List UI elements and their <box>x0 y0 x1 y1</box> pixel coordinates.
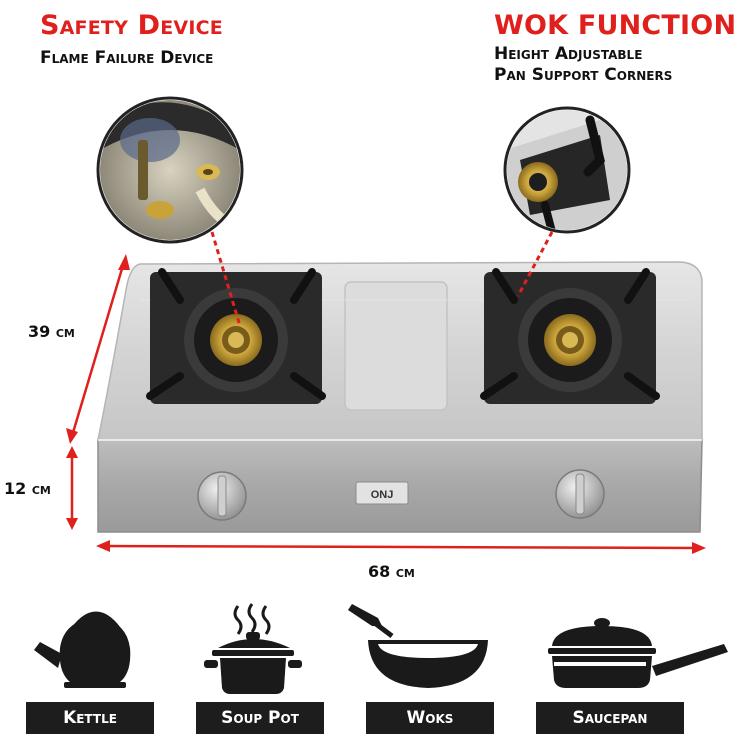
cookware-label-saucepan: Saucepan <box>536 702 684 734</box>
safety-device-subtitle: Flame Failure Device <box>40 48 214 68</box>
wok-support-zoom <box>503 106 631 234</box>
wok-function-subtitle-line2: Pan Support Corners <box>494 65 673 85</box>
width-label: 68 cm <box>368 562 415 581</box>
wok-icon <box>348 604 488 688</box>
wok-function-subtitle-line1: Height Adjustable <box>494 44 643 64</box>
width-arrow <box>96 540 706 554</box>
depth-arrow <box>66 254 130 444</box>
safety-device-title: Safety Device <box>40 10 223 41</box>
flame-failure-zoom <box>96 96 244 244</box>
wok-function-title: WOK FUNCTION <box>494 10 736 41</box>
safety-pointer-line <box>210 231 242 327</box>
right-knob <box>555 469 605 519</box>
stove-illustration: ONJ <box>66 96 706 554</box>
cookware-label-soup-pot: Soup Pot <box>196 702 324 734</box>
right-burner <box>480 268 660 404</box>
brand-badge <box>355 481 409 505</box>
brand-badge-text: ONJ <box>371 489 394 501</box>
height-arrow <box>66 446 78 530</box>
wok-pointer-line <box>516 231 554 297</box>
saucepan-icon <box>548 618 728 688</box>
soup-pot-icon <box>204 603 302 694</box>
cookware-icons <box>34 603 728 694</box>
kettle-icon <box>34 611 131 688</box>
cookware-label-kettle: Kettle <box>26 702 154 734</box>
cookware-label-woks: Woks <box>366 702 494 734</box>
height-label: 12 cm <box>4 479 51 498</box>
left-knob <box>197 471 247 521</box>
depth-label: 39 cm <box>28 322 75 341</box>
left-burner <box>146 268 326 404</box>
